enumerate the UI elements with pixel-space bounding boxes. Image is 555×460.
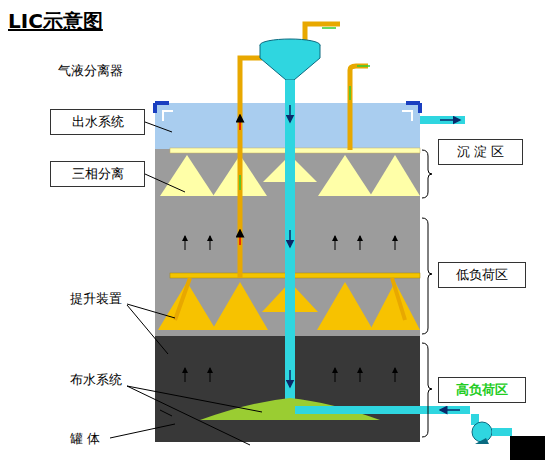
diagram-title: LIC示意图 xyxy=(8,8,103,35)
box-text: 沉 淀 区 xyxy=(457,143,504,161)
label-box: 高负荷区 xyxy=(438,377,526,403)
box-text: 低负荷区 xyxy=(456,266,508,284)
part-label: 提升装置 xyxy=(70,290,122,308)
part-label: 罐 体 xyxy=(70,430,100,448)
label-box: 三相分离 xyxy=(50,161,145,187)
flow-arrow xyxy=(335,368,336,382)
box-text: 出水系统 xyxy=(72,113,124,131)
box-text: 三相分离 xyxy=(72,165,124,183)
flow-arrow xyxy=(185,368,186,382)
flow-arrow xyxy=(395,236,396,250)
part-label: 气液分离器 xyxy=(58,62,123,80)
flow-arrow xyxy=(335,236,336,250)
flow-arrow xyxy=(395,368,396,382)
label-box: 沉 淀 区 xyxy=(438,139,523,165)
flow-arrow xyxy=(210,368,211,382)
flow-arrow xyxy=(360,236,361,250)
box-text: 高负荷区 xyxy=(456,381,508,399)
part-label: 布水系统 xyxy=(70,371,122,389)
label-box: 低负荷区 xyxy=(438,262,526,288)
flow-arrow xyxy=(210,236,211,250)
label-box: 出水系统 xyxy=(50,109,145,135)
flow-arrow xyxy=(185,236,186,250)
flow-arrow xyxy=(360,368,361,382)
